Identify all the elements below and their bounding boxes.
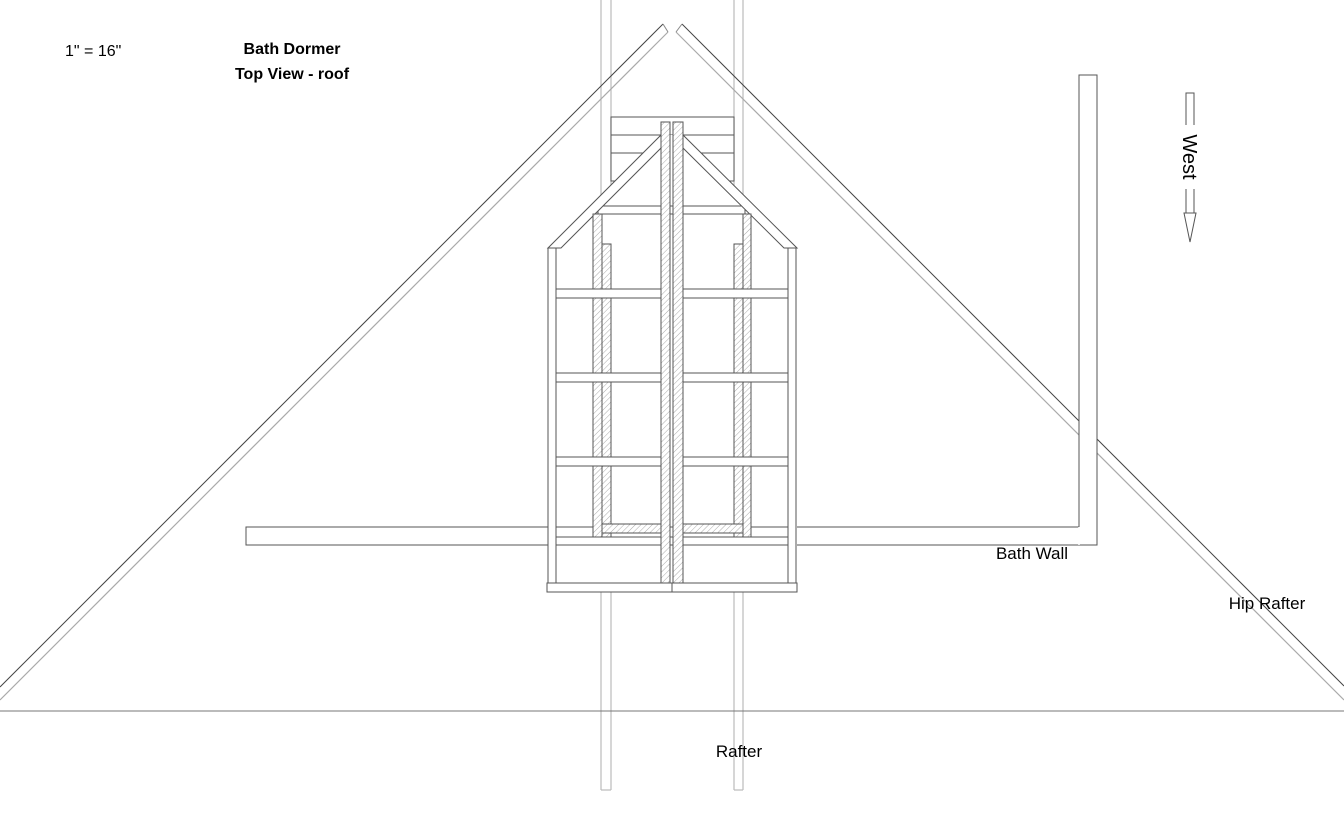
scale-label: 1" = 16" <box>65 43 121 60</box>
bath-wall-label: Bath Wall <box>996 544 1068 563</box>
drawing-title: Bath Dormer <box>244 41 341 58</box>
direction-label: West <box>1178 134 1200 180</box>
ridge-beam-left <box>660 121 671 584</box>
hip-rafter-left <box>0 23 669 701</box>
direction-arrow: West <box>1178 92 1202 243</box>
dormer-wall-right <box>787 247 797 584</box>
ridge-beam-right <box>672 121 684 584</box>
rafter-label: Rafter <box>716 742 763 761</box>
dormer-wall-left <box>547 247 557 584</box>
hip-rafter-right <box>675 23 1344 701</box>
hip-rafter-label: Hip Rafter <box>1229 594 1306 613</box>
collar-tie <box>597 205 746 215</box>
drawing-subtitle: Top View - roof <box>235 66 350 83</box>
